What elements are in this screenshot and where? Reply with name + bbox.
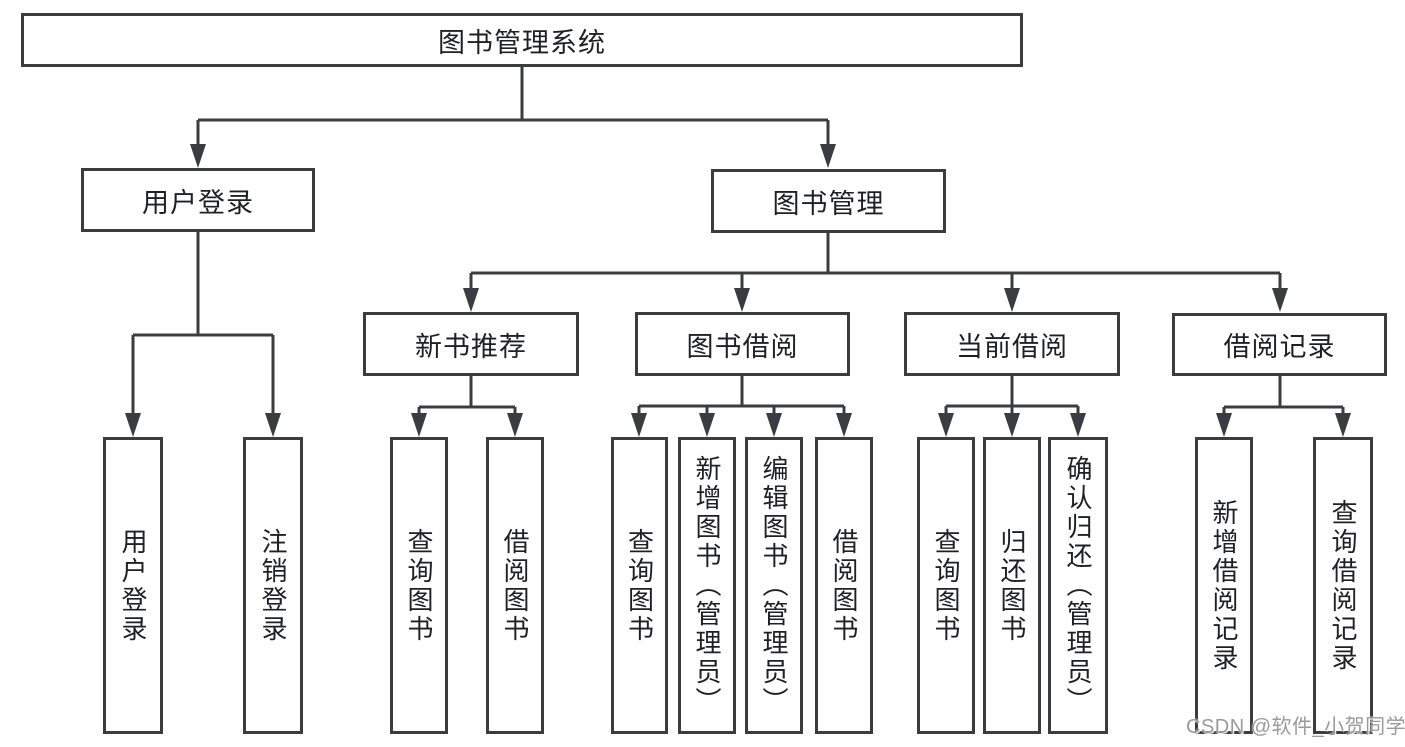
leaf-user-login-label: 用户登录 [118, 527, 148, 644]
node-borrow-records: 借阅记录 [1172, 313, 1387, 376]
leaf-return-book: 归还图书 [983, 437, 1041, 734]
node-borrow-records-label: 借阅记录 [1223, 332, 1336, 362]
leaf-add-borrow-record: 新增借阅记录 [1195, 437, 1253, 734]
node-book-management-label: 图书管理 [772, 188, 885, 219]
leaf-add-borrow-record-label: 新增借阅记录 [1209, 498, 1239, 673]
leaf-edit-book-admin-label: 编辑图书（管理员） [759, 455, 789, 716]
node-current-borrowing: 当前借阅 [904, 312, 1120, 376]
leaf-query-borrow-record: 查询借阅记录 [1313, 437, 1373, 734]
leaf-add-book-admin-label: 新增图书（管理员） [692, 455, 722, 716]
leaf-borrow-book-2: 借阅图书 [815, 437, 873, 734]
node-book-management: 图书管理 [711, 169, 946, 233]
watermark: CSDN @软件_小贺同学 [1186, 716, 1405, 738]
node-new-book-recommend: 新书推荐 [363, 312, 579, 376]
node-root: 图书管理系统 [21, 13, 1023, 67]
leaf-logout-label: 注销登录 [258, 527, 288, 644]
leaf-query-book-3-label: 查询图书 [931, 527, 961, 644]
leaf-query-borrow-record-label: 查询借阅记录 [1328, 498, 1358, 673]
leaf-edit-book-admin: 编辑图书（管理员） [745, 437, 803, 734]
leaf-query-book-1: 查询图书 [390, 437, 448, 734]
leaf-logout: 注销登录 [243, 437, 303, 734]
node-new-book-recommend-label: 新书推荐 [415, 331, 527, 362]
leaf-query-book-1-label: 查询图书 [404, 527, 434, 644]
leaf-confirm-return-admin-label: 确认归还（管理员） [1063, 455, 1093, 716]
leaf-borrow-book-1: 借阅图书 [486, 437, 544, 734]
leaf-return-book-label: 归还图书 [997, 527, 1027, 644]
node-book-borrowing-label: 图书借阅 [686, 331, 799, 362]
leaf-query-book-2-label: 查询图书 [624, 527, 655, 644]
leaf-query-book-2: 查询图书 [611, 437, 668, 734]
leaf-user-login: 用户登录 [103, 437, 163, 734]
node-user-login: 用户登录 [81, 168, 315, 232]
node-user-login-label: 用户登录 [142, 187, 254, 218]
leaf-borrow-book-1-label: 借阅图书 [500, 527, 530, 644]
leaf-query-book-3: 查询图书 [917, 437, 975, 734]
node-book-borrowing: 图书借阅 [635, 312, 850, 376]
node-root-label: 图书管理系统 [438, 27, 606, 58]
leaf-confirm-return-admin: 确认归还（管理员） [1048, 437, 1108, 734]
leaf-add-book-admin: 新增图书（管理员） [678, 437, 736, 734]
node-current-borrowing-label: 当前借阅 [956, 331, 1068, 362]
leaf-borrow-book-2-label: 借阅图书 [829, 527, 859, 644]
